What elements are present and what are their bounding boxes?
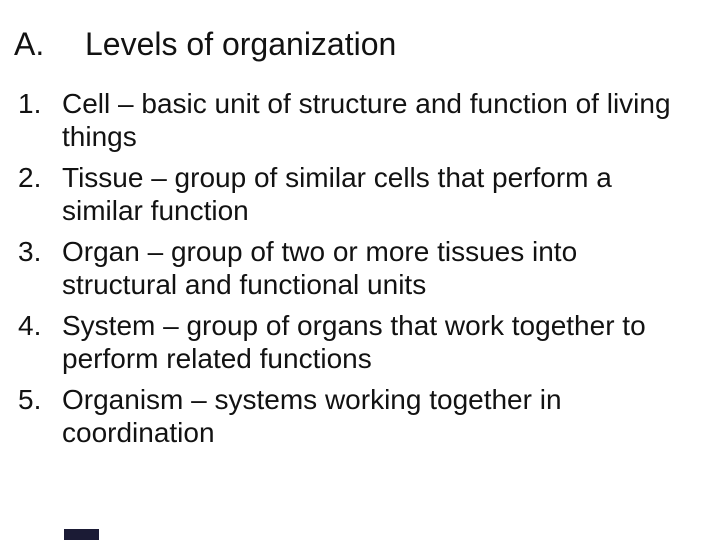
- list-item-text: Organ – group of two or more tissues int…: [62, 236, 578, 300]
- page-title: Levels of organization: [85, 26, 397, 62]
- footer-marker: [64, 529, 99, 540]
- levels-list: 1. Cell – basic unit of structure and fu…: [18, 87, 706, 457]
- list-item-number: 5.: [18, 384, 42, 415]
- list-item: 4. System – group of organs that work to…: [18, 309, 706, 375]
- list-item: 5. Organism – systems working together i…: [18, 383, 706, 449]
- list-item-text: Tissue – group of similar cells that per…: [62, 162, 612, 226]
- heading-outline-letter: A.: [14, 26, 45, 62]
- list-item-number: 1.: [18, 88, 42, 119]
- list-item-text: Cell – basic unit of structure and funct…: [62, 88, 671, 152]
- list-item: 2. Tissue – group of similar cells that …: [18, 161, 706, 227]
- list-item-text: Organism – systems working together in c…: [62, 384, 562, 448]
- list-item-text: System – group of organs that work toget…: [62, 310, 646, 374]
- list-item: 3. Organ – group of two or more tissues …: [18, 235, 706, 301]
- list-item-number: 2.: [18, 162, 42, 193]
- slide-heading: A. Levels of organization: [14, 25, 396, 63]
- list-item-number: 4.: [18, 310, 42, 341]
- list-item: 1. Cell – basic unit of structure and fu…: [18, 87, 706, 153]
- list-item-number: 3.: [18, 236, 42, 267]
